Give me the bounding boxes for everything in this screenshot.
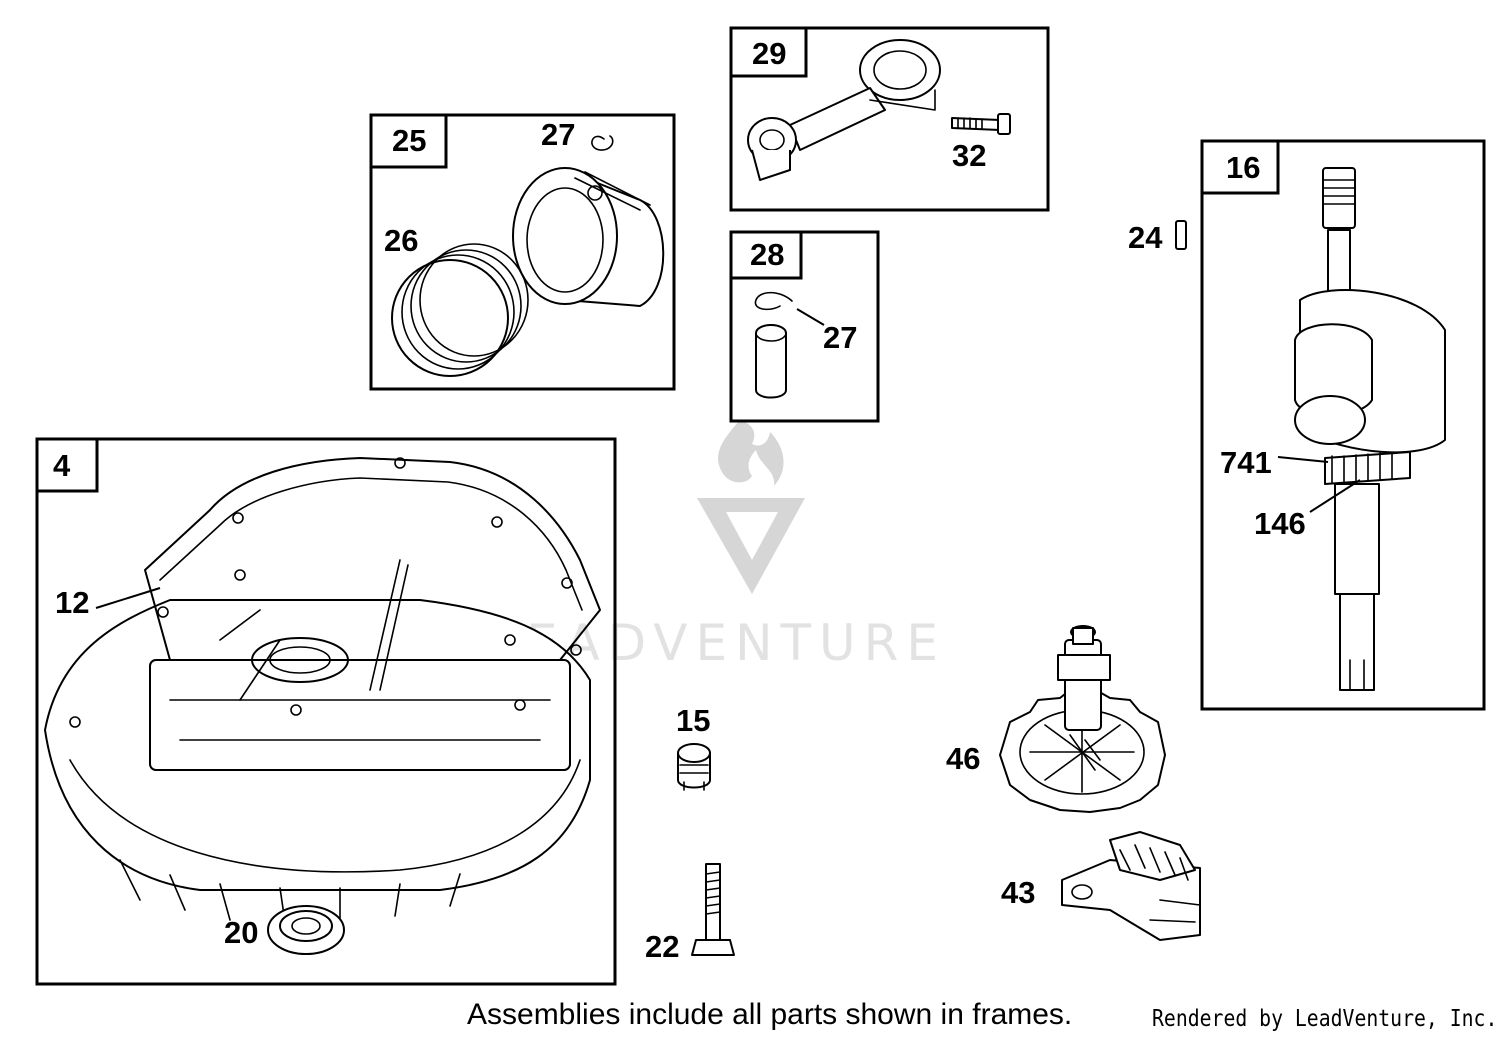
frame-4: 4 12 — [35, 437, 617, 986]
leadventure-watermark: LEADVENTURE — [490, 420, 938, 672]
callout-26: 26 — [384, 223, 418, 258]
retaining-ring-part — [591, 135, 614, 151]
callout-43: 43 — [1001, 875, 1035, 910]
callout-25: 25 — [392, 123, 426, 158]
connecting-rod-part — [747, 39, 941, 181]
callout-146: 146 — [1254, 506, 1306, 541]
callout-741: 741 — [1220, 445, 1272, 480]
callout-20: 20 — [224, 915, 258, 950]
callout-4: 4 — [53, 448, 71, 483]
governor-part — [1061, 831, 1201, 941]
callout-16: 16 — [1226, 150, 1260, 185]
callout-22: 22 — [645, 929, 679, 964]
piston-pin-part — [755, 324, 787, 399]
flame-icon — [718, 420, 784, 486]
callout-32: 32 — [952, 138, 986, 173]
camshaft-part — [999, 625, 1166, 813]
bolt-part — [691, 863, 735, 956]
plug-part — [677, 743, 711, 791]
crankshaft-part — [1294, 167, 1446, 691]
piston-part — [512, 167, 665, 307]
callout-29: 29 — [752, 36, 786, 71]
pin-retainer-part — [754, 291, 793, 311]
piston-rings-part — [391, 243, 529, 377]
callout-27-top: 27 — [541, 117, 575, 152]
key-part — [1175, 220, 1187, 250]
frame-29: 29 32 — [729, 26, 1050, 212]
callout-15: 15 — [676, 703, 710, 738]
frame-28: 28 27 — [729, 230, 880, 423]
callout-12: 12 — [55, 585, 89, 620]
frame-25: 25 26 27 — [369, 113, 676, 391]
callout-46: 46 — [946, 741, 980, 776]
crankcase-part — [44, 457, 601, 923]
v-logo-icon — [697, 498, 805, 594]
callout-24: 24 — [1128, 220, 1163, 255]
callout-27-pin: 27 — [823, 320, 857, 355]
rod-bolt-part — [951, 113, 1011, 135]
assemblies-caption: Assemblies include all parts shown in fr… — [467, 998, 1073, 1031]
oil-seal-part — [267, 905, 345, 955]
callout-28: 28 — [750, 237, 784, 272]
render-credit: Rendered by LeadVenture, Inc. — [1152, 1006, 1498, 1032]
frame-16: 16 741 146 — [1200, 139, 1486, 711]
